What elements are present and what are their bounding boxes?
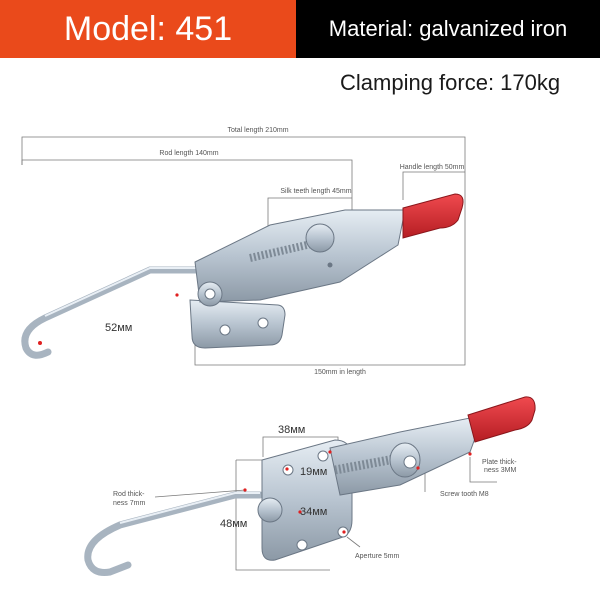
- rod-thickness-label-1: Rod thick-: [113, 491, 145, 498]
- top-hinge-hole: [204, 288, 216, 300]
- rod-highlight: [44, 267, 200, 317]
- rod-thickness-pointer: [154, 489, 246, 498]
- plate-thickness-label-1: Plate thick-: [482, 459, 517, 466]
- aperture-label: Aperture 5mm: [355, 553, 400, 560]
- rod-dot: [175, 293, 179, 297]
- handle-length-line: [402, 171, 465, 200]
- bottom-rod-highlight: [119, 492, 260, 524]
- top-handle-grip: [402, 193, 464, 239]
- clamping-force-label: Clamping force: 170kg: [340, 70, 561, 95]
- dot-screw: [416, 466, 420, 470]
- plate-hole-2: [317, 450, 329, 462]
- top-rivet: [327, 262, 333, 268]
- dot-hole-spacing: [285, 467, 289, 471]
- handle-length-label: Handle length 50mm: [400, 164, 465, 171]
- base-length-label: 150mm in length: [314, 369, 366, 376]
- base-spacing-label: 34ᴍᴍ: [300, 506, 327, 518]
- top-base-plate: [189, 299, 286, 349]
- bottom-threaded-screw: [334, 453, 401, 475]
- rod-length-line: [21, 159, 353, 250]
- hook-size-label: 52ᴍᴍ: [105, 322, 132, 334]
- plate-thickness-pointer: [469, 457, 497, 483]
- hole-spacing-label: 19ᴍᴍ: [300, 466, 327, 478]
- top-pivot-barrel: [305, 223, 335, 253]
- plate-hole-3: [296, 539, 308, 551]
- base-hole-2: [257, 317, 269, 329]
- material-banner: Material: galvanized iron: [296, 0, 600, 58]
- bottom-clamp-view: 38ᴍᴍ 19ᴍᴍ 34ᴍᴍ 48ᴍᴍ Rod thick- ness 7mm …: [84, 396, 536, 576]
- hook-dot: [38, 341, 42, 345]
- top-j-hook-rod: [21, 266, 204, 359]
- dot-plate-thickness: [468, 452, 472, 456]
- plate-width-label: 38ᴍᴍ: [278, 424, 305, 436]
- dot-rod: [243, 488, 247, 492]
- plate-thickness-label-2: ness 3MM: [484, 467, 516, 474]
- material-label: Material: galvanized iron: [328, 16, 568, 41]
- bottom-pivot-hole: [403, 455, 417, 469]
- aperture-pointer: [346, 536, 361, 548]
- bottom-handle-grip: [467, 396, 536, 443]
- bottom-hinge: [257, 497, 283, 523]
- rod-length-label: Rod length 140mm: [159, 150, 218, 157]
- top-lever-body: [194, 209, 406, 303]
- total-length-line: [21, 136, 466, 366]
- top-clamp-view: Total length 210mm Rod length 140mm Silk…: [21, 127, 466, 376]
- model-label: Model: 451: [63, 9, 233, 48]
- total-length-label: Total length 210mm: [227, 127, 288, 134]
- dot-plate-width: [328, 450, 332, 454]
- height-label: 48ᴍᴍ: [220, 518, 247, 530]
- dot-aperture: [342, 530, 346, 534]
- top-dimension-lines: [21, 136, 466, 366]
- rod-thickness-label-2: ness 7mm: [113, 500, 145, 507]
- dot-base-spacing: [298, 510, 302, 514]
- base-hole-1: [219, 324, 231, 336]
- screw-tooth-label: Screw tooth M8: [440, 491, 489, 498]
- model-banner: Model: 451: [0, 0, 296, 58]
- bottom-j-hook-rod: [84, 491, 264, 576]
- silk-teeth-label: Silk teeth length 45mm: [280, 188, 351, 195]
